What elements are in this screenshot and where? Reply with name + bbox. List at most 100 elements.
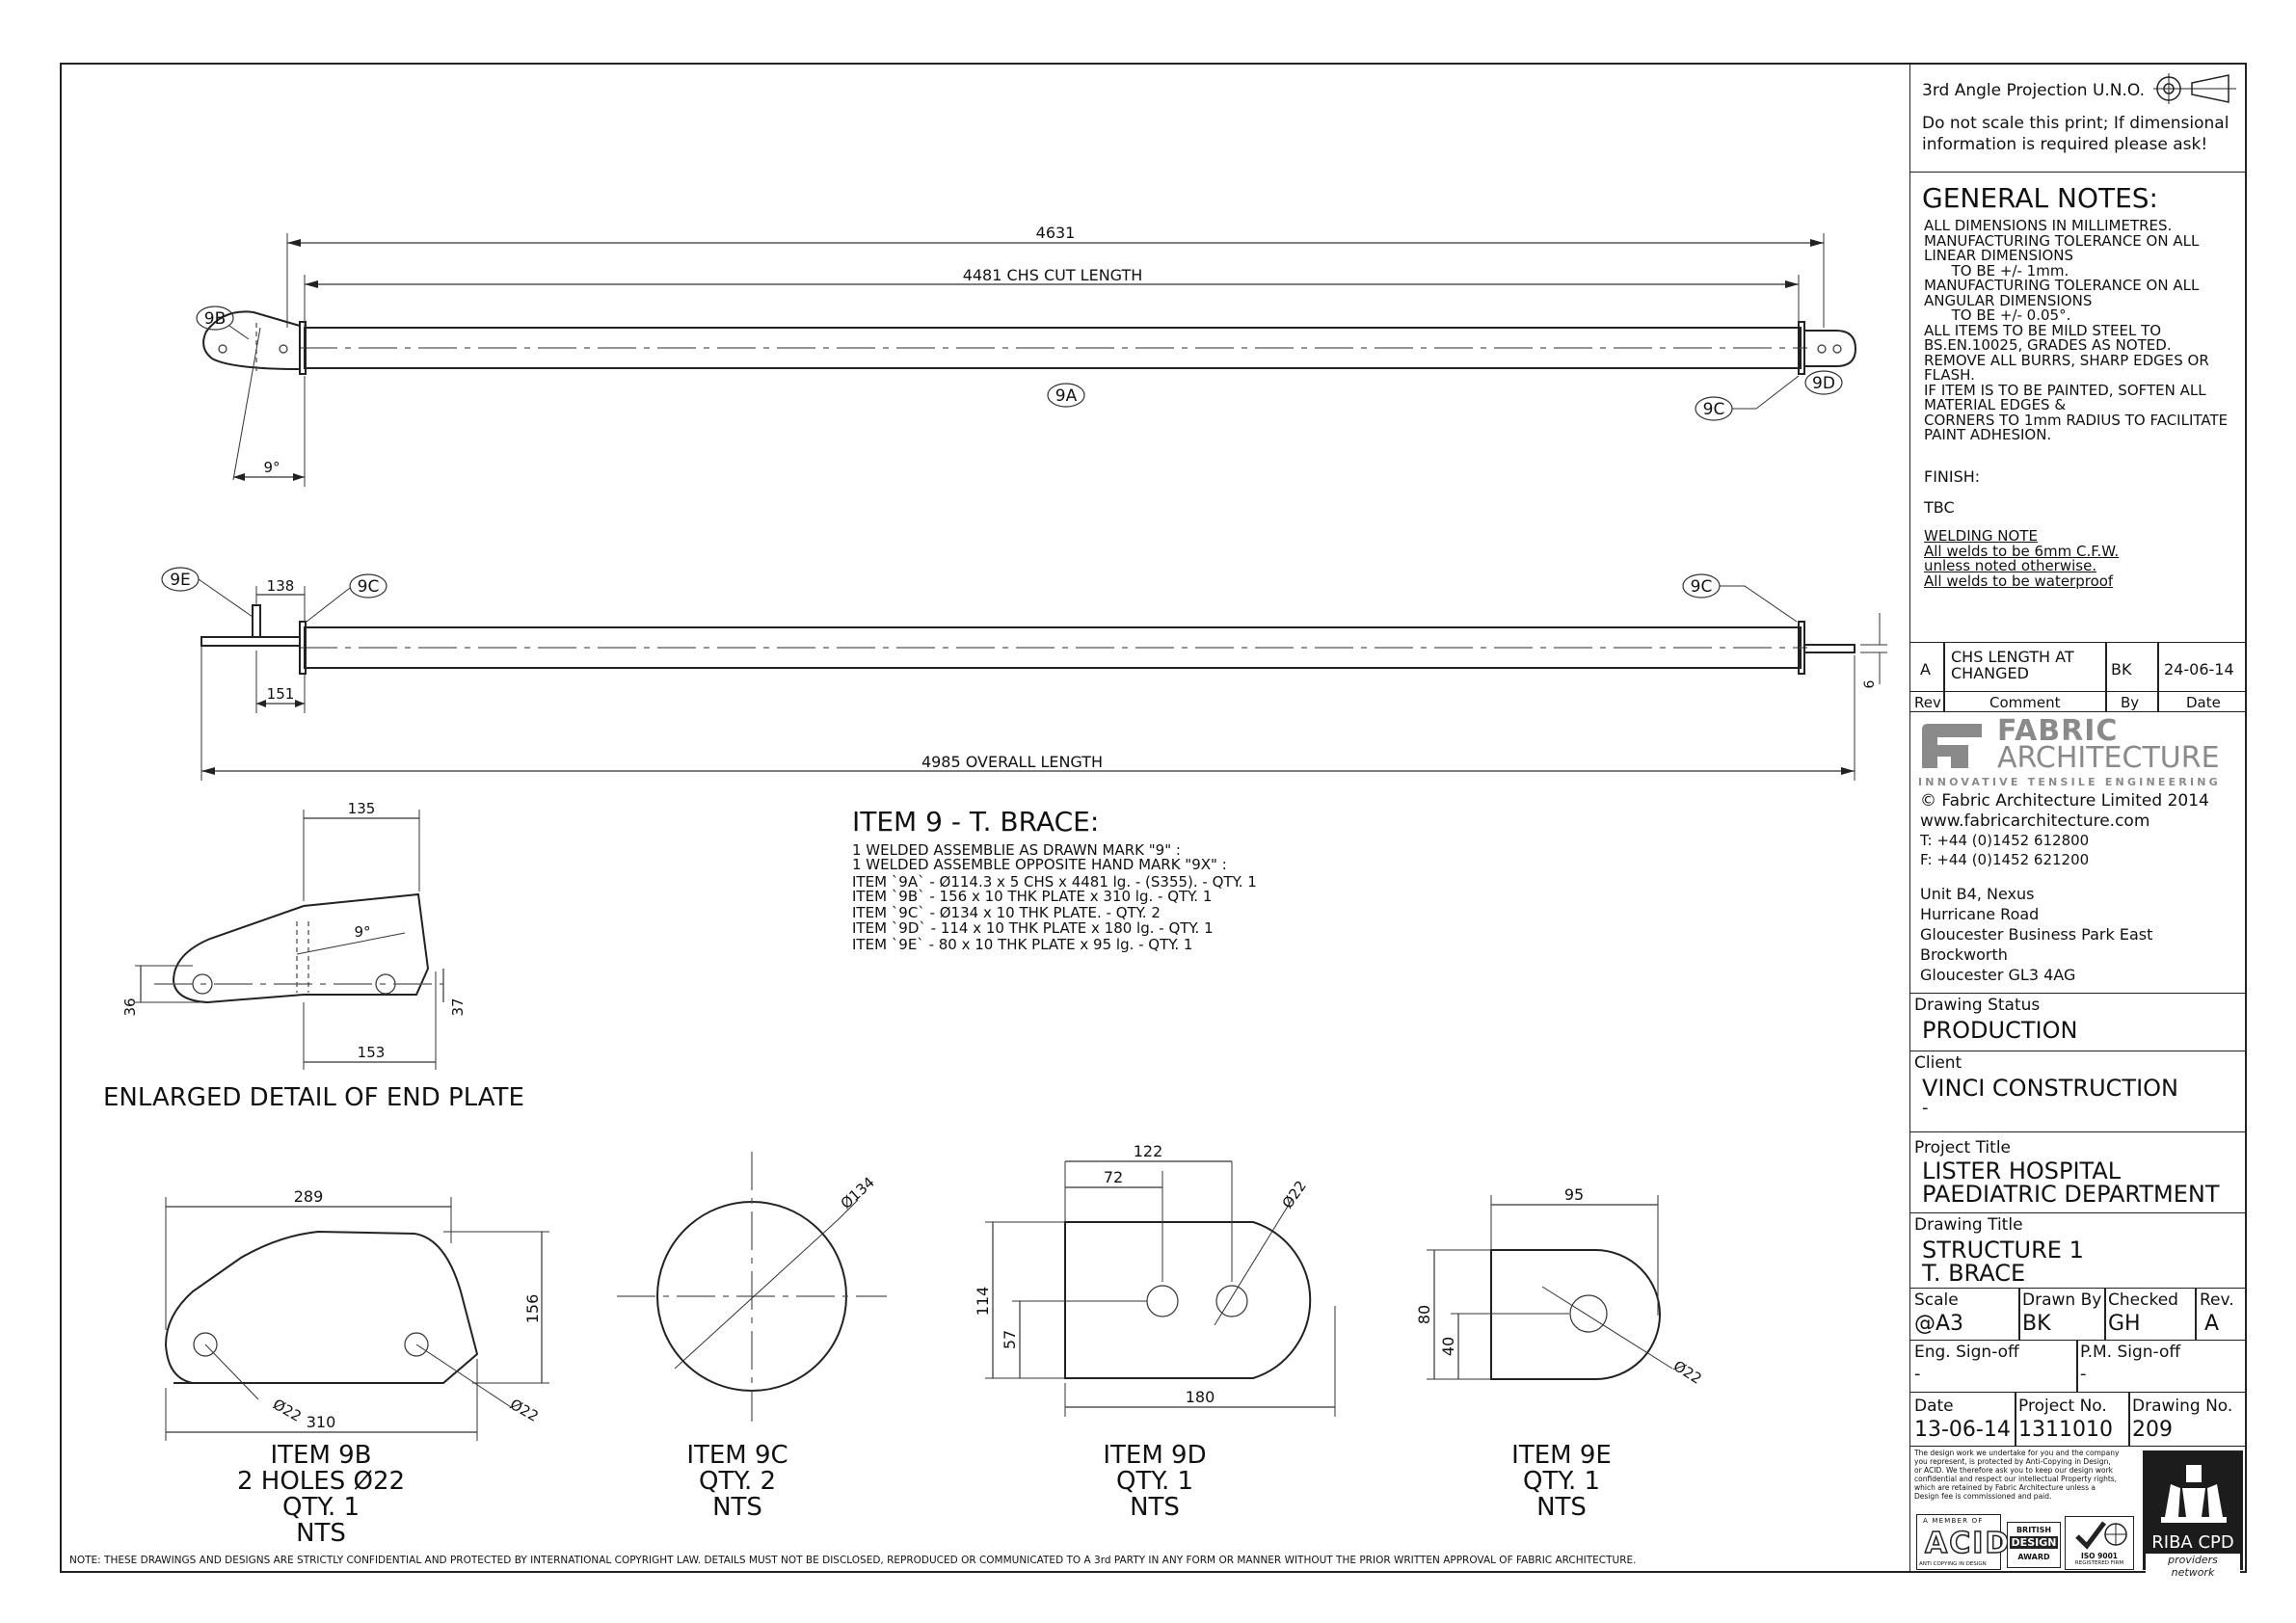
general-notes-panel: GENERAL NOTES: ALL DIMENSIONS IN MILLIME… (1910, 172, 2247, 711)
date-header: Date (2186, 694, 2221, 711)
address-line: Gloucester GL3 4AG (1920, 966, 2076, 984)
dim-80: 80 (1415, 1305, 1433, 1324)
tag-9e: 9E (170, 571, 191, 590)
company-name-2: ARCHITECTURE (1997, 741, 2220, 775)
dim-151: 151 (267, 685, 295, 703)
item-9d-detail: 122 72 114 57 180 Ø22 ITEM 9D QTY. 1 NTS (974, 1142, 1336, 1522)
title-block: 3rd Angle Projection U.N.O. Do not scale… (1909, 64, 2247, 1579)
dim-138: 138 (267, 577, 295, 595)
item-9b-caption-1: ITEM 9B (270, 1441, 371, 1470)
sheet-border (60, 63, 2247, 1573)
disclaimer-line: or ACID. We therefore ask you to keep ou… (1914, 1466, 2113, 1475)
rev-value: A (2204, 1312, 2220, 1336)
address-line: Hurricane Road (1920, 905, 2040, 923)
award-text-2: DESIGN (2010, 1536, 2058, 1549)
disclaimer-line: confidential and respect our intellectua… (1914, 1475, 2118, 1483)
company-logo-icon (1922, 724, 1982, 768)
disclaimer-line: you represent, is protected by Anti-Copy… (1914, 1457, 2111, 1466)
tag-9a: 9A (1055, 386, 1078, 406)
elevation-view: 4631 4481 CHS CUT LENGTH 9° 9B 9A 9C 9D (196, 224, 1857, 487)
item-9d-caption-1: ITEM 9D (1103, 1441, 1206, 1470)
acid-top-text: A MEMBER OF (1923, 1517, 1984, 1525)
note-line: ALL ITEMS TO BE MILD STEEL TO (1924, 321, 2162, 339)
plan-view: 138 151 4985 OVERALL LENGTH 6 9E 9C 9C (161, 567, 1887, 781)
note-line: REMOVE ALL BURRS, SHARP EDGES OR (1924, 351, 2209, 369)
project-title-label: Project Title (1914, 1138, 2011, 1157)
acid-disclaimer: The design work we undertake for you and… (1914, 1449, 2138, 1501)
drawing-title-panel: Drawing Title STRUCTURE 1 T. BRACE (1910, 1212, 2247, 1288)
company-tel: T: +44 (0)1452 612800 (1920, 832, 2090, 849)
dim-72: 72 (1104, 1168, 1123, 1186)
item-9c-caption-2: QTY. 2 (699, 1467, 776, 1496)
checked-label: Checked (2108, 1290, 2178, 1310)
item-9c-caption-3: NTS (712, 1493, 762, 1522)
company-name-1: FABRIC (1997, 714, 2119, 748)
welding-note: WELDING NOTE All welds to be 6mm C.F.W. … (1924, 527, 2119, 589)
dim-180: 180 (1186, 1388, 1215, 1406)
rev-header: Rev (1914, 694, 1941, 711)
pm-signoff: - (2080, 1364, 2087, 1384)
date-row: Date 13-06-14 Project No. 1311010 Drawin… (1910, 1392, 2247, 1447)
end-collar-right (1798, 321, 1805, 375)
eng-signoff: - (1914, 1364, 1921, 1384)
finish-value: TBC (1924, 498, 1955, 517)
award-text-1: BRITISH (2016, 1526, 2052, 1534)
item-list-line: ITEM `9C` - Ø134 x 10 THK PLATE. - QTY. … (852, 904, 1161, 921)
dim-chs-cut: 4481 CHS CUT LENGTH (963, 266, 1143, 284)
dim-156: 156 (523, 1294, 542, 1324)
dim-hole-9d: Ø22 (1279, 1178, 1310, 1212)
project-no: 1311010 (2018, 1418, 2113, 1442)
scale-row: Scale @A3 Drawn By BK Checked GH Rev. A (1910, 1288, 2247, 1341)
drawing-status-panel: Drawing Status PRODUCTION (1910, 993, 2247, 1051)
item-list: ITEM 9 - T. BRACE: 1 WELDED ASSEMBLIE AS… (852, 806, 1257, 953)
dim-4631: 4631 (1036, 224, 1076, 242)
note-line: PAINT ADHESION. (1924, 426, 2052, 443)
confidentiality-note: NOTE: THESE DRAWINGS AND DESIGNS ARE STR… (69, 1555, 1637, 1566)
disclaimer-line: Design fee is commissioned and paid. (1914, 1492, 2052, 1501)
riba-text-2: providers network (2146, 1554, 2240, 1579)
iso-9001-icon: ISO 9001 REGISTERED FIRM (2065, 1516, 2134, 1570)
rev-letter: A (1920, 660, 1931, 678)
item-9b-detail: Ø22 Ø22 289 156 310 ITEM 9B 2 HOLES Ø22 … (164, 1187, 549, 1548)
dim-135: 135 (348, 800, 376, 817)
tag-9c-left: 9C (358, 577, 380, 597)
general-notes-title: GENERAL NOTES: (1922, 182, 2158, 214)
date-value: 13-06-14 (1914, 1418, 2011, 1442)
disclaimer-panel: The design work we undertake for you and… (1910, 1446, 2247, 1579)
item-9e-caption-1: ITEM 9E (1511, 1441, 1612, 1470)
comment-header: Comment (1989, 694, 2061, 711)
dim-310: 310 (307, 1413, 336, 1431)
note-line: FLASH. (1924, 366, 1975, 384)
dim-289: 289 (294, 1187, 324, 1206)
dim-angle-9: 9° (263, 459, 280, 476)
end-plate-9b (202, 310, 301, 370)
riba-text-1: RIBA CPD (2151, 1532, 2234, 1553)
do-not-scale-2: information is required please ask! (1922, 135, 2208, 154)
dim-6: 6 (1862, 679, 1878, 688)
item-list-line: ITEM `9E` - 80 x 10 THK PLATE x 95 lg. -… (852, 936, 1192, 953)
drawn-by: BK (2022, 1312, 2051, 1336)
item-9b-caption-3: QTY. 1 (282, 1493, 360, 1522)
item-9e-detail: 95 80 40 Ø22 ITEM 9E QTY. 1 NTS (1415, 1185, 1705, 1522)
client-label: Client (1914, 1053, 1962, 1073)
rev-label: Rev. (2200, 1290, 2234, 1310)
riba-cpd-icon: RIBA CPD providers network (2143, 1450, 2243, 1579)
item-9e-caption-2: QTY. 1 (1523, 1467, 1600, 1496)
disclaimer-line: The design work we undertake for you and… (1914, 1449, 2120, 1457)
note-line: TO BE +/- 0.05°. (1924, 306, 2071, 324)
project-title-panel: Project Title LISTER HOSPITAL PAEDIATRIC… (1910, 1131, 2247, 1212)
welding-title: WELDING NOTE (1924, 527, 2038, 545)
item-9b-caption-4: NTS (296, 1519, 346, 1548)
note-line: MANUFACTURING TOLERANCE ON ALL (1924, 231, 2200, 250)
item-9c-caption-1: ITEM 9C (686, 1441, 788, 1470)
rev-comment: CHS LENGTH AT CHANGED (1951, 648, 2074, 682)
tag-9c: 9C (1703, 400, 1725, 419)
iso-text-1: ISO 9001 (2080, 1552, 2119, 1560)
tag-9b: 9B (204, 309, 226, 329)
note-line: CORNERS TO 1mm RADIUS TO FACILITATE (1924, 411, 2229, 429)
enlarged-end-plate: 9° 135 153 36 37 ENLARGED DETAIL OF END … (103, 800, 524, 1112)
note-line: IF ITEM IS TO BE PAINTED, SOFTEN ALL (1924, 381, 2206, 399)
acid-badge-icon: A MEMBER OF ACID ANTI COPYING IN DESIGN (1916, 1514, 2010, 1570)
dim-overall-length: 4985 OVERALL LENGTH (921, 753, 1103, 771)
finish-label: FINISH: (1924, 467, 1981, 486)
